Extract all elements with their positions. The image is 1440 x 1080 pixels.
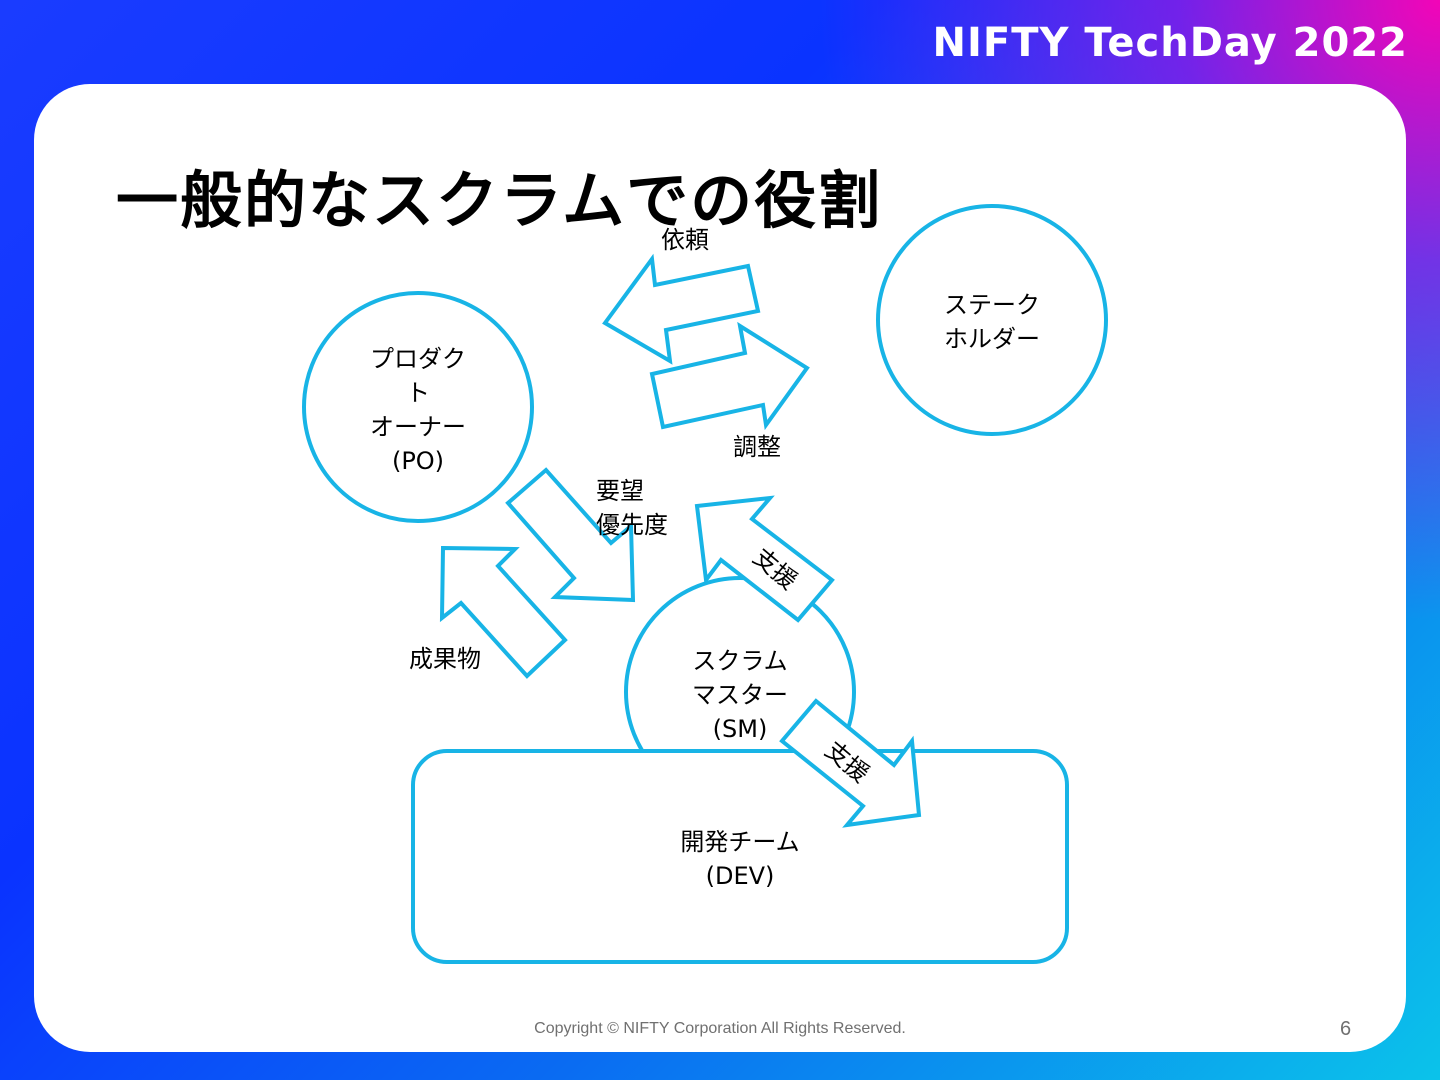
stakeholder-label: ステーク ホルダー xyxy=(892,288,1092,356)
copyright-footer: Copyright © NIFTY Corporation All Rights… xyxy=(534,1020,906,1037)
demand-label-line2: 優先度 xyxy=(596,511,668,539)
request-arrow xyxy=(602,253,761,365)
stakeholder-label-line1: ステーク xyxy=(944,291,1040,319)
page-number: 6 xyxy=(1340,1018,1352,1040)
sm-label-line2: マスター xyxy=(692,681,788,709)
request-label: 依頼 xyxy=(661,226,709,254)
demand-label: 要望 優先度 xyxy=(596,474,668,542)
po-label-line4: (PO) xyxy=(391,447,445,475)
po-label-line2: ト xyxy=(406,379,430,407)
demand-arrow xyxy=(505,467,636,603)
deliverable-label: 成果物 xyxy=(409,645,481,673)
slide-title: 一般的なスクラムでの役割 xyxy=(116,164,883,237)
po-label-line3: オーナー xyxy=(370,413,466,441)
po-circle xyxy=(302,291,534,523)
support-dev-arrow xyxy=(779,698,922,828)
po-label: プロダク ト オーナー (PO) xyxy=(318,342,518,478)
po-label-line1: プロダク xyxy=(370,345,466,373)
sm-label-line1: スクラム xyxy=(692,647,788,675)
sm-label: スクラム マスター (SM) xyxy=(640,644,840,746)
coordinate-arrow xyxy=(649,321,810,431)
stakeholder-circle xyxy=(876,204,1108,436)
sm-label-line3: (SM) xyxy=(712,715,768,743)
dev-label: 開発チーム (DEV) xyxy=(640,825,840,893)
stakeholder-label-line2: ホルダー xyxy=(944,325,1040,353)
coordinate-label: 調整 xyxy=(733,433,781,461)
demand-label-line1: 要望 xyxy=(596,477,644,505)
dev-label-line1: 開発チーム xyxy=(680,828,800,856)
brand-logo: NIFTY TechDay 2022 xyxy=(932,20,1408,66)
dev-label-line2: (DEV) xyxy=(705,862,775,890)
deliverable-arrow xyxy=(439,545,568,679)
support-po-arrow xyxy=(694,495,835,623)
